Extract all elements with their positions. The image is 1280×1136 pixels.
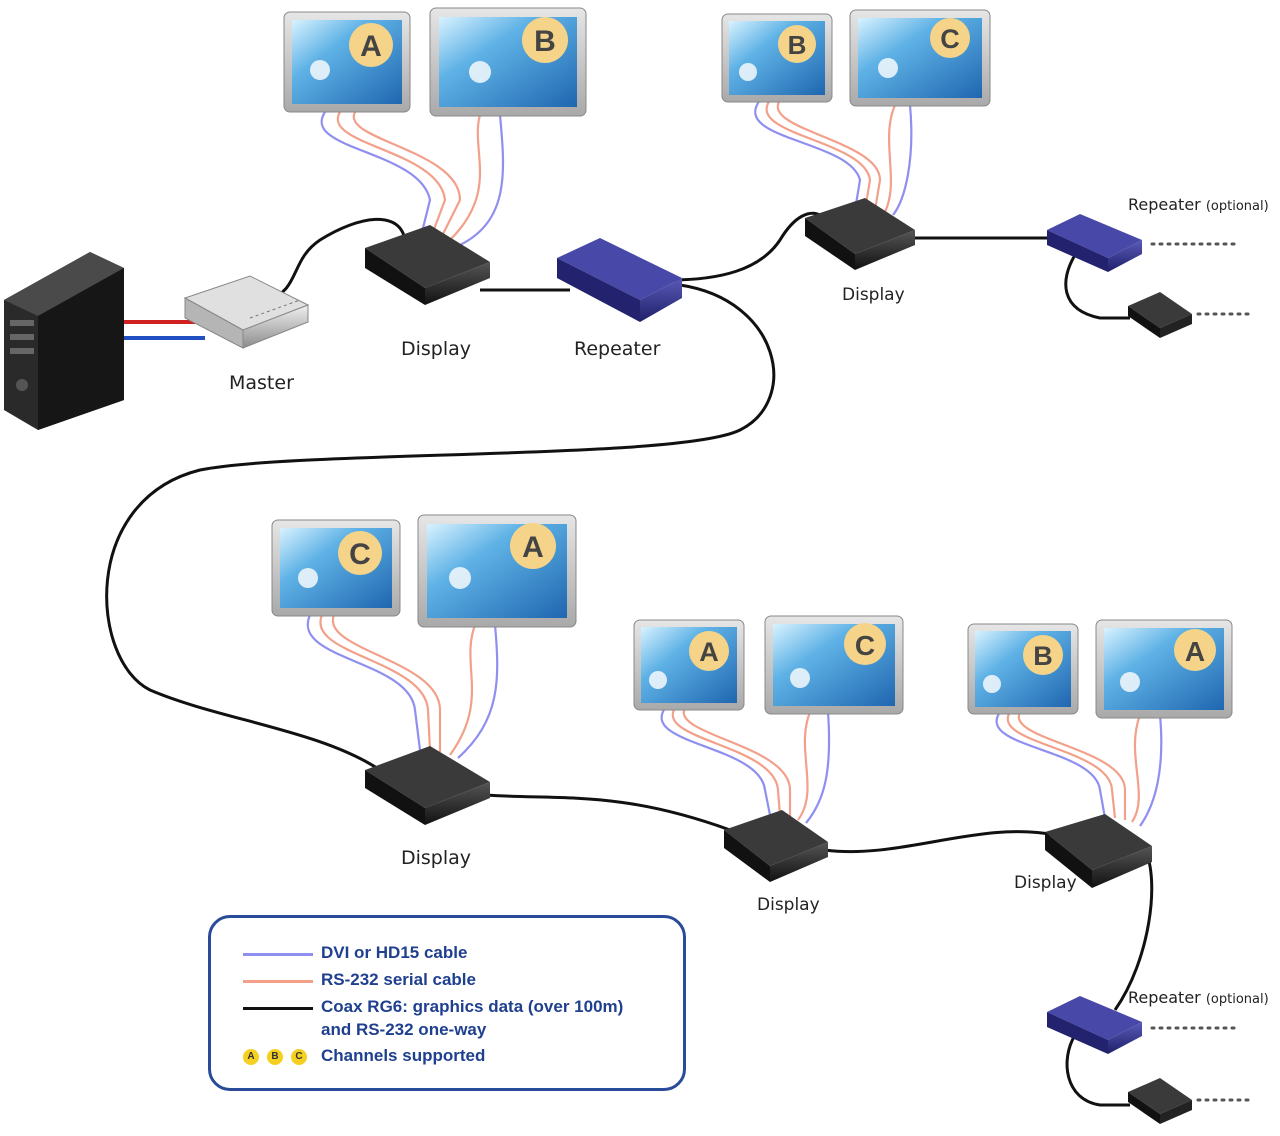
monitor-b-3: B [967,623,1079,715]
monitor-c-1: C [849,9,991,107]
coax-cables [105,211,1154,1107]
monitor-a-4-label: A [1185,636,1205,667]
legend-coax-text-1: Coax RG6: graphics data (over 100m) [321,997,624,1016]
continuation-dots [1150,242,1252,1102]
display-1-label: Display [401,338,472,360]
repeater-opt-2-icon [1047,996,1142,1054]
monitor-c-2-label: C [349,538,371,571]
cables-group-3 [306,614,499,759]
optional-tag-1: (optional) [1205,199,1269,214]
monitor-c-1-label: C [940,24,960,54]
monitor-b-1-label: B [534,25,556,58]
display-4-label: Display [757,895,820,915]
repeater-optional-1-name: Repeater [1128,195,1201,214]
legend-rs232-text: RS-232 serial cable [321,970,476,989]
display-unit-2-icon [805,198,915,270]
repeater-unit-1-icon [557,238,682,322]
master-label: Master [229,372,294,394]
monitor-a-1: A [283,11,411,113]
monitor-a-4: A [1095,619,1233,719]
legend-channel-c-badge: C [291,1049,307,1065]
legend-channel-a-badge: A [243,1049,259,1065]
monitor-c-3-label: C [855,630,875,661]
legend-dvi-text: DVI or HD15 cable [321,943,468,962]
display-unit-4-icon [724,810,828,882]
repeater-optional-2-name: Repeater [1128,988,1201,1007]
master-unit-icon [183,275,310,349]
legend-coax-swatch [243,1007,313,1010]
repeater-optional-1-label: Repeater (optional) [1128,195,1269,214]
monitor-a-3-label: A [699,637,719,667]
monitor-a-1-label: A [360,30,382,63]
monitor-b-3-label: B [1033,641,1053,671]
repeater-1-label: Repeater [574,338,661,360]
monitor-b-1: B [429,7,587,117]
master-link-cables [120,320,205,340]
small-display-unit-2-icon [1128,1078,1192,1124]
monitor-a-2: A [417,514,577,628]
cables-group-2 [754,99,913,216]
small-display-unit-1-icon [1128,292,1192,338]
legend-box: DVI or HD15 cable RS-232 serial cable Co… [208,915,686,1091]
display-2-label: Display [842,285,905,305]
cables-group-5 [995,711,1163,827]
display-5-label: Display [1014,873,1077,893]
legend-channel-b-badge: B [267,1049,283,1065]
legend-dvi-swatch [243,953,313,956]
cables-group-1 [320,111,505,246]
legend-channels-text: Channels supported [321,1046,486,1065]
monitor-c-3: C [764,615,904,715]
monitor-a-2-label: A [522,531,544,564]
monitor-b-2: B [721,13,833,103]
repeater-opt-1-icon [1047,214,1142,272]
cables-group-4 [660,707,831,824]
monitor-a-3: A [633,619,745,711]
legend-rs232-swatch [243,980,313,983]
display-unit-1-icon [365,225,490,305]
repeater-optional-2-label: Repeater (optional) [1128,988,1269,1007]
display-unit-5-icon [1045,814,1152,888]
display-unit-3-icon [365,746,490,825]
optional-tag-2: (optional) [1205,992,1269,1007]
display-3-label: Display [401,847,472,869]
computer-tower-icon [4,252,124,430]
monitor-c-2: C [271,519,401,617]
legend-coax-text-2: and RS-232 one-way [321,1020,487,1039]
monitor-b-2-label: B [788,30,807,60]
